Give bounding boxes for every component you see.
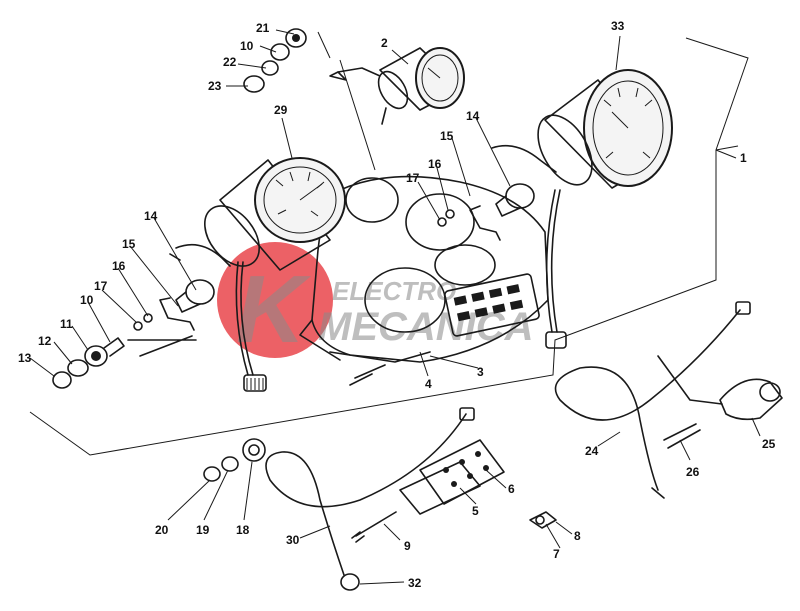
part-label-20: 20 bbox=[155, 523, 169, 537]
part-label-19: 19 bbox=[196, 523, 210, 537]
part-label-16-right: 16 bbox=[428, 157, 442, 171]
meter-housing bbox=[299, 175, 549, 386]
part-label-2: 2 bbox=[381, 36, 388, 50]
leader-lines bbox=[29, 29, 761, 585]
part-label-15-right: 15 bbox=[440, 129, 454, 143]
part-label-23: 23 bbox=[208, 79, 222, 93]
part-label-9: 9 bbox=[404, 539, 411, 553]
trip-knob-stack bbox=[52, 335, 197, 389]
part-label-1: 1 bbox=[740, 151, 747, 165]
part-label-10-top: 10 bbox=[240, 39, 254, 53]
screws-right bbox=[437, 209, 455, 227]
part-label-16-left: 16 bbox=[112, 259, 126, 273]
indicator-lamps bbox=[453, 284, 524, 322]
left-gauge-speedometer bbox=[204, 157, 346, 392]
part-label-15-left: 15 bbox=[122, 237, 136, 251]
reset-knob-stack bbox=[243, 28, 376, 171]
part-label-26: 26 bbox=[686, 465, 700, 479]
part-label-7: 7 bbox=[553, 547, 560, 561]
bulb-grommet bbox=[529, 511, 557, 529]
part-label-4: 4 bbox=[425, 377, 432, 391]
part-label-32: 32 bbox=[408, 576, 422, 590]
part-label-12: 12 bbox=[38, 334, 52, 348]
part-label-5: 5 bbox=[472, 504, 479, 518]
small-gauge bbox=[329, 47, 465, 125]
part-label-3: 3 bbox=[477, 365, 484, 379]
part-label-17-right: 17 bbox=[406, 171, 420, 185]
screws-left bbox=[133, 313, 153, 331]
lamp-socket-left bbox=[159, 243, 231, 331]
part-labels: 1 2 3 4 5 6 7 8 9 10 10 11 12 13 14 14 1… bbox=[18, 19, 776, 590]
watermark-letter: K bbox=[236, 256, 312, 363]
part-label-10-left: 10 bbox=[80, 293, 94, 307]
part-label-14-left: 14 bbox=[144, 209, 158, 223]
part-label-33: 33 bbox=[611, 19, 625, 33]
lamp-socket-right bbox=[469, 144, 557, 241]
right-gauge-tachometer bbox=[537, 69, 673, 349]
part-label-24: 24 bbox=[585, 444, 599, 458]
assembly-frame bbox=[29, 37, 749, 456]
part-label-30: 30 bbox=[286, 533, 300, 547]
terminal-block bbox=[351, 439, 505, 543]
tachometer-cable bbox=[265, 407, 475, 591]
speedometer-cable bbox=[554, 301, 783, 499]
part-label-13: 13 bbox=[18, 351, 32, 365]
watermark-logo: K ELECTRO MECANICA bbox=[217, 242, 534, 363]
part-label-6: 6 bbox=[508, 482, 515, 496]
part-label-22: 22 bbox=[223, 55, 237, 69]
part-label-8: 8 bbox=[574, 529, 581, 543]
part-label-21: 21 bbox=[256, 21, 270, 35]
washer-set bbox=[203, 438, 266, 482]
part-label-17-left: 17 bbox=[94, 279, 108, 293]
watermark-line1: ELECTRO bbox=[332, 276, 456, 306]
part-label-18: 18 bbox=[236, 523, 250, 537]
part-label-25: 25 bbox=[762, 437, 776, 451]
part-label-14-right: 14 bbox=[466, 109, 480, 123]
part-label-11: 11 bbox=[60, 317, 73, 331]
part-label-29: 29 bbox=[274, 103, 288, 117]
